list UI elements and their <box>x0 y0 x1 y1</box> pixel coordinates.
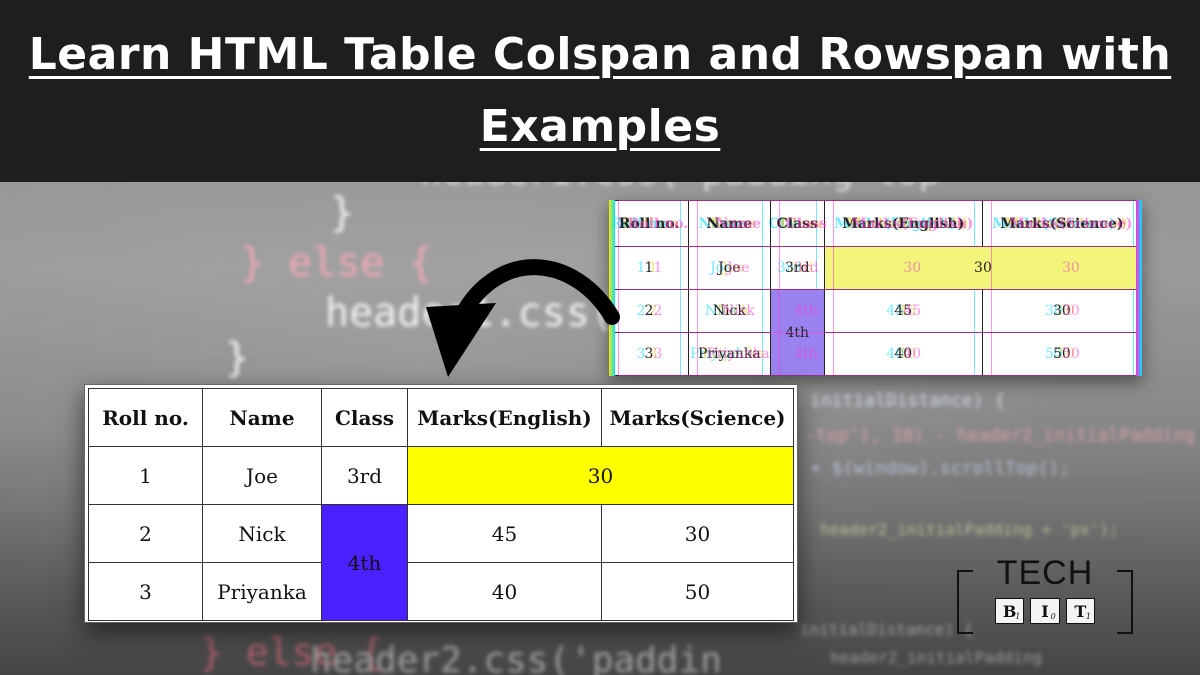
cell-science: 30 <box>601 504 794 563</box>
code-line: + $(window).scrollTop(); <box>810 458 1071 479</box>
mini-header-class: Class <box>778 200 834 247</box>
table-row: 2 Nick 4th 45 30 <box>88 504 794 621</box>
cell-roll: 3 <box>88 562 203 621</box>
code-line: initialDistance) { <box>810 390 1006 411</box>
mini-cell: Nick <box>697 289 780 333</box>
mini-header-english: Marks(English) <box>832 200 992 247</box>
logo-wordmark: TECH <box>996 554 1094 592</box>
mini-cell: 30 <box>990 246 1142 290</box>
logo-letter-tiles: B 1 I 0 T 1 <box>995 598 1095 624</box>
glitch-edge <box>609 200 615 376</box>
table-row: 3 Priyanka 40 50 <box>88 562 794 621</box>
cell-class: 3rd <box>321 446 408 505</box>
logo-tile-letter: B <box>1002 601 1017 621</box>
code-line: initialDistance) { <box>800 620 974 639</box>
mini-cell: 30 <box>990 289 1142 333</box>
header-name: Name <box>202 388 322 447</box>
cell-roll: 2 <box>88 504 203 563</box>
header-marks-science: Marks(Science) <box>601 388 794 447</box>
title-band: Learn HTML Table Colspan and Rowspan wit… <box>0 0 1200 182</box>
mini-cell: 45 <box>832 289 992 333</box>
mini-cell: 3 <box>617 332 699 376</box>
logo-tile: T 1 <box>1065 598 1095 624</box>
header-marks-english: Marks(English) <box>407 388 602 447</box>
table-header-row: Roll no. Name Class Marks(English) Marks… <box>88 388 794 447</box>
logo-tile-subscript: 1 <box>1015 612 1021 621</box>
cell-name: Priyanka <box>202 562 322 621</box>
cell-english: 40 <box>407 562 602 621</box>
glitch-edge <box>1136 200 1142 376</box>
page-title: Learn HTML Table Colspan and Rowspan wit… <box>28 29 1172 152</box>
logo-tile: B 1 <box>995 598 1025 624</box>
code-line: header2_initialPadding + 'px'); <box>820 520 1119 539</box>
cell-roll: 1 <box>88 446 203 505</box>
header-class: Class <box>321 388 408 447</box>
code-line: header2_initialPadding <box>830 648 1042 667</box>
code-line: } <box>225 335 250 381</box>
cell-english: 45 <box>407 504 602 563</box>
mini-header-roll: Roll no. <box>617 200 699 247</box>
mini-cell: 30 <box>832 246 992 290</box>
example-table: Roll no. Name Class Marks(English) Marks… <box>88 388 794 621</box>
code-line: -top'), 10) - header2_initialPadding <box>805 425 1196 446</box>
logo-tile-subscript: 1 <box>1085 612 1091 621</box>
logo-tile-letter: T <box>1074 601 1087 621</box>
logo-tile: I 0 <box>1030 598 1060 624</box>
mini-header-science: Marks(Science) <box>990 200 1142 247</box>
colspan-marks-cell: 30 <box>407 446 794 505</box>
cell-science: 50 <box>601 562 794 621</box>
table-row: 1 Joe 3rd 30 <box>88 446 794 505</box>
example-table-card: Roll no. Name Class Marks(English) Marks… <box>84 384 798 623</box>
rowspan-class-cell: 4th <box>321 504 408 621</box>
mini-cell: 1 <box>617 246 699 290</box>
logo-bracket <box>957 570 973 634</box>
mini-cell: 4th <box>778 332 834 376</box>
code-line: header2.css('paddin <box>310 640 722 675</box>
code-line: } else { <box>200 630 384 674</box>
code-line: } <box>330 190 355 236</box>
glitch-table-preview: Roll no. Name Class Marks(English) Marks… <box>609 200 1142 376</box>
techbit-logo: TECH B 1 I 0 T 1 <box>955 556 1135 636</box>
cell-name: Nick <box>202 504 322 563</box>
mini-cell: 2 <box>617 289 699 333</box>
logo-bracket <box>1117 570 1133 634</box>
mini-cell: 40 <box>832 332 992 376</box>
curved-arrow-icon <box>426 259 620 377</box>
mini-header-name: Name <box>697 200 780 247</box>
mini-cell: Joe <box>697 246 780 290</box>
mini-cell: 4th <box>778 289 834 333</box>
mini-cell: Priyanka <box>697 332 780 376</box>
header-roll-no: Roll no. <box>88 388 203 447</box>
logo-tile-subscript: 0 <box>1050 612 1056 621</box>
mini-cell: 50 <box>990 332 1142 376</box>
glitch-layer-magenta: Roll no. Name Class Marks(English) Marks… <box>617 200 1142 376</box>
mini-cell: 3rd <box>778 246 834 290</box>
logo-tile-letter: I <box>1041 601 1049 621</box>
cell-name: Joe <box>202 446 322 505</box>
